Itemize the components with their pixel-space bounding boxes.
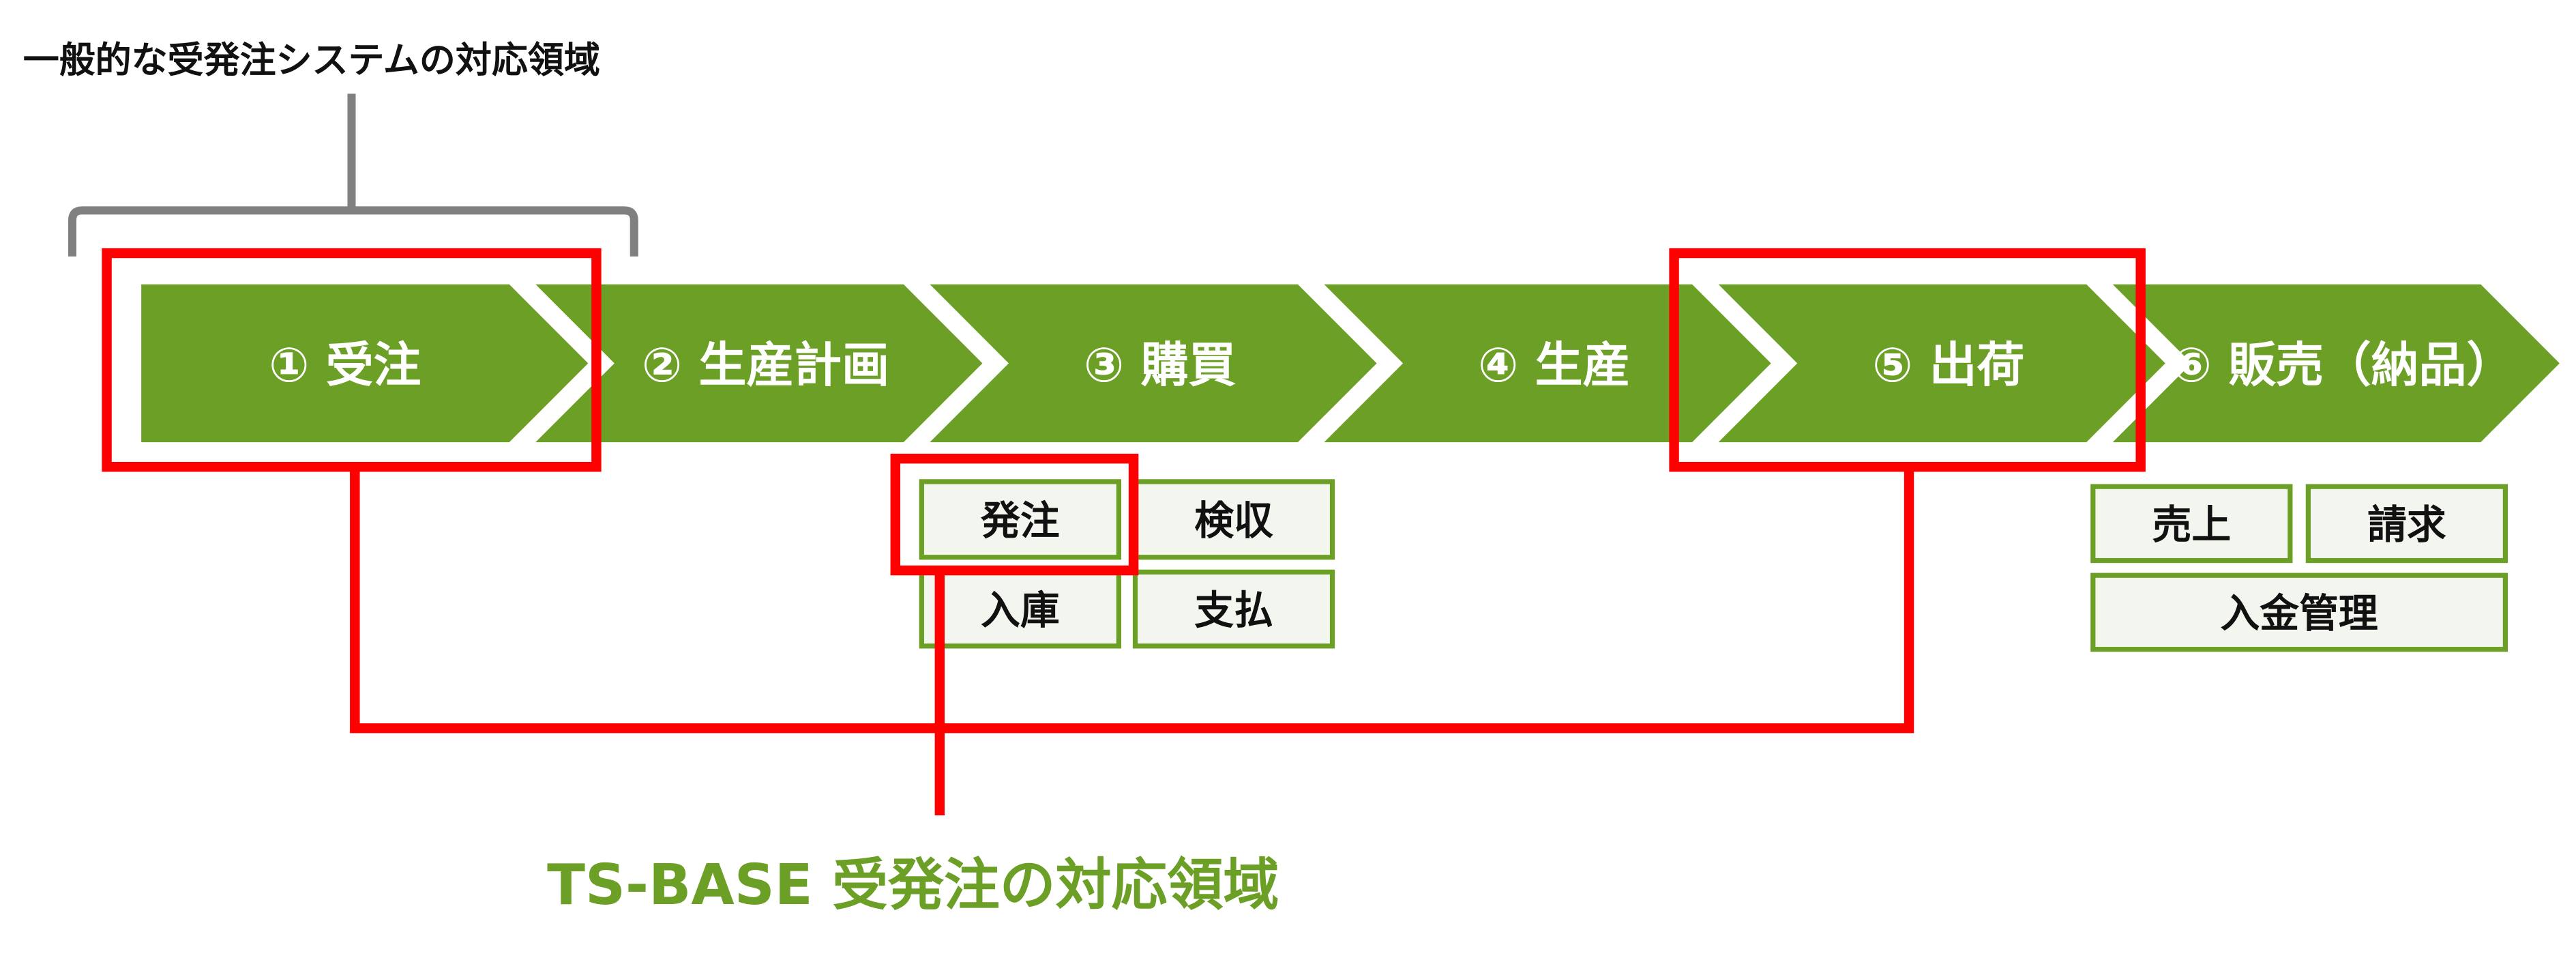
process-step-label: ① 受注 xyxy=(269,338,421,393)
task-box xyxy=(2090,484,2293,564)
task-box xyxy=(919,479,1122,560)
task-label: 請求 xyxy=(2367,501,2446,548)
task-box xyxy=(1132,569,1335,649)
process-step-chevron xyxy=(930,284,1377,443)
process-step-label: ④ 生産 xyxy=(1478,338,1630,393)
task-box xyxy=(2090,572,2508,652)
highlight-purchase-order xyxy=(890,453,1139,576)
process-step-label: ③ 購買 xyxy=(1084,338,1236,393)
task-label: 入庫 xyxy=(981,587,1060,633)
general-scope-label: 一般的な受発注システムの対応領域 xyxy=(23,40,600,81)
task-label: 売上 xyxy=(2152,501,2232,548)
task-box xyxy=(2305,484,2508,564)
process-step-label: ⑥ 販売（納品） xyxy=(2172,338,2515,393)
connector-line xyxy=(350,467,1914,733)
task-label: 支払 xyxy=(1194,587,1273,633)
task-label: 発注 xyxy=(981,497,1060,544)
task-box xyxy=(1132,479,1335,560)
process-step-label: ⑤ 出荷 xyxy=(1872,338,2024,393)
process-step-chevron xyxy=(141,284,589,443)
task-label: 入金管理 xyxy=(2221,590,2378,637)
process-step-label: ② 生産計画 xyxy=(642,338,889,393)
process-step-chevron xyxy=(1718,284,2165,443)
task-box xyxy=(919,569,1122,649)
general-scope-bracket xyxy=(68,93,638,257)
process-step-chevron xyxy=(2112,284,2560,443)
tsbase-scope-highlights xyxy=(102,248,2146,815)
task-label: 検収 xyxy=(1194,497,1273,544)
process-step-chevron xyxy=(1324,284,1771,443)
tsbase-scope-label: TS-BASE 受発注の対応領域 xyxy=(547,853,1279,918)
process-step-chevron xyxy=(535,284,983,443)
